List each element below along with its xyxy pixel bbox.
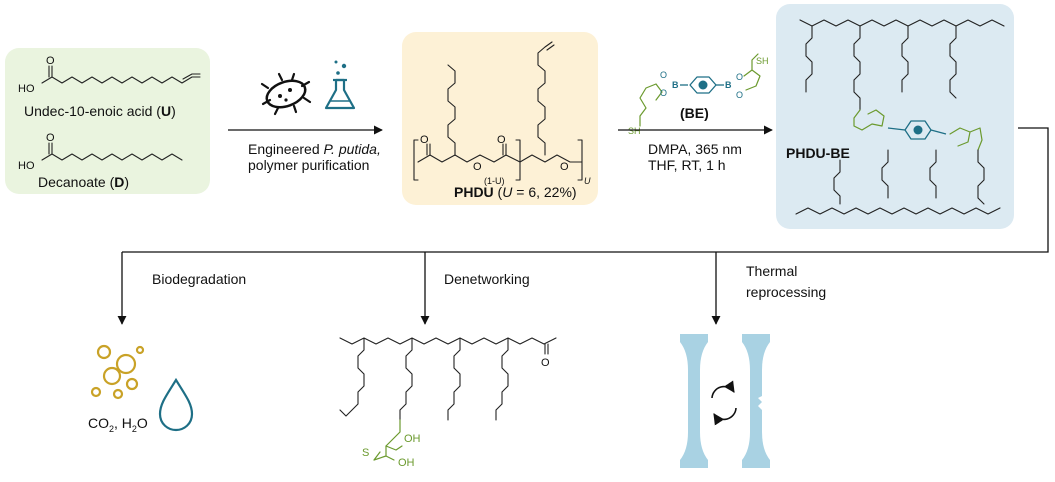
phdu-label: PHDU (U = 6, 22%) xyxy=(454,184,577,200)
monomer-panel xyxy=(5,48,210,194)
thioether-s-label: S xyxy=(362,447,369,459)
denetworked-polymer-structure: O S OH OH xyxy=(339,337,557,469)
step2-line2: THF, RT, 1 h xyxy=(648,157,726,173)
network-structure xyxy=(795,19,1005,215)
undecenoic-acid-label: Undec-10-enoic acid (U) xyxy=(24,103,176,119)
thermal-label: Thermal xyxy=(746,263,797,279)
decanoate-structure: O HO xyxy=(18,132,183,172)
carbonyl-o-label: O xyxy=(46,132,55,144)
fraction-subscript: (1-U) xyxy=(484,176,505,186)
network-label: PHDU-BE xyxy=(786,145,850,161)
undecenoic-acid-structure: O HO xyxy=(18,55,201,95)
branch-connector xyxy=(122,127,1049,253)
ester-o-label: O xyxy=(473,161,482,173)
flask-icon xyxy=(324,60,356,110)
hydroxyl-label: OH xyxy=(404,433,421,445)
hydroxyl-label: HO xyxy=(18,160,35,172)
boron-label: B xyxy=(725,80,732,90)
carbonyl-o-label: O xyxy=(420,134,429,146)
products-label: CO2, H2O xyxy=(88,415,148,434)
phdu-panel xyxy=(402,32,598,205)
carbonyl-o-label: O xyxy=(541,357,550,369)
dogbone-specimen-icon xyxy=(680,334,708,468)
water-drop-icon xyxy=(158,377,194,432)
boronate-o-label: O xyxy=(736,72,743,82)
broken-dogbone-icon xyxy=(742,334,770,468)
step1-line2: polymer purification xyxy=(248,157,369,173)
carbonyl-o-label: O xyxy=(497,134,506,146)
reprocessing-label: reprocessing xyxy=(746,284,826,300)
ester-o-label: O xyxy=(560,161,569,173)
be-label: (BE) xyxy=(680,105,709,121)
hydroxyl-label: OH xyxy=(398,457,415,469)
boron-label: B xyxy=(672,80,679,90)
phdu-structure: O O O O (1-U) U xyxy=(413,41,591,186)
hydroxyl-label: HO xyxy=(18,83,35,95)
thiol-label: SH xyxy=(628,126,641,136)
boronate-o-label: O xyxy=(660,88,667,98)
be-crosslinker-structure: O O B B O O SH SH xyxy=(628,53,769,136)
carbonyl-o-label: O xyxy=(46,55,55,67)
biodegradation-label: Biodegradation xyxy=(152,271,246,287)
step2-line1: DMPA, 365 nm xyxy=(648,141,742,157)
recycle-arrows-icon xyxy=(711,380,737,426)
bacterium-icon xyxy=(260,72,312,116)
boronate-o-label: O xyxy=(736,90,743,100)
step1-line1: Engineered P. putida, xyxy=(248,141,381,157)
denetworking-label: Denetworking xyxy=(444,271,530,287)
boronate-o-label: O xyxy=(660,70,667,80)
bubbles-icon xyxy=(90,344,145,400)
u-subscript: U xyxy=(584,176,591,186)
thiol-label: SH xyxy=(756,56,769,66)
decanoate-label: Decanoate (D) xyxy=(38,174,129,190)
